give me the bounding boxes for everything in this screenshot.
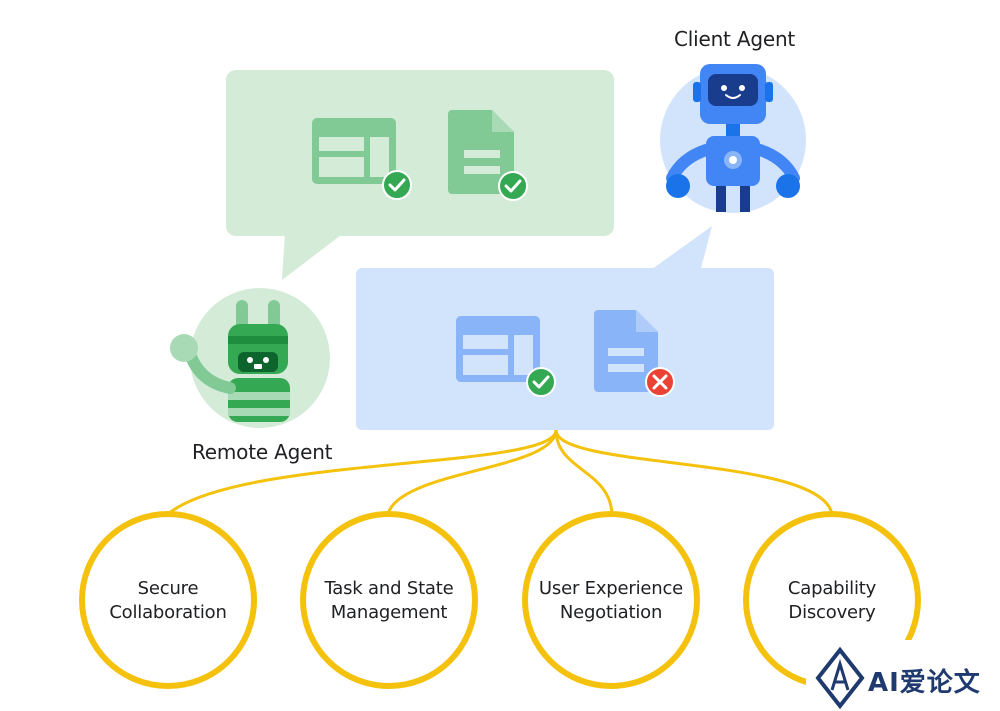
watermark-logo-icon [806, 640, 1000, 711]
document-icon [448, 110, 514, 194]
capability-label-capability-discovery: Capability Discovery [757, 577, 907, 625]
capability-label-line: Secure [137, 578, 199, 599]
capability-label-secure-collaboration: Secure Collaboration [93, 577, 243, 625]
document-icon [594, 310, 658, 392]
capability-label-line: Capability [787, 578, 877, 599]
capability-label-line: Management [330, 602, 448, 623]
capability-label-line: User Experience [538, 578, 684, 599]
connector-line [386, 429, 558, 515]
check-badge-icon [382, 170, 412, 200]
capability-circles [79, 511, 921, 689]
client-agent-avatar [660, 64, 806, 213]
capability-circle [300, 511, 478, 689]
remote-agent-avatar [170, 288, 330, 428]
capability-label-line: Discovery [788, 602, 876, 623]
remote-agent-speech-bubble [226, 70, 614, 280]
capability-label-line: Collaboration [109, 602, 227, 623]
check-badge-icon [498, 171, 528, 201]
ui-layout-icon [312, 118, 396, 184]
connector-line [554, 429, 834, 515]
watermark-text: AI爱论文 [868, 668, 981, 698]
capability-circle [522, 511, 700, 689]
capability-label-task-state: Task and State Management [314, 577, 464, 625]
client-agent-speech-bubble [356, 226, 774, 430]
client-agent-label: Client Agent [674, 27, 796, 51]
capability-label-line: Negotiation [559, 602, 663, 623]
check-badge-icon [526, 367, 556, 397]
connector-line [167, 429, 558, 516]
connector-lines [167, 429, 834, 516]
cross-badge-icon [645, 367, 675, 397]
remote-agent-label: Remote Agent [192, 440, 333, 464]
capability-label-ux-negotiation: User Experience Negotiation [536, 577, 686, 625]
capability-circle [79, 511, 257, 689]
capability-label-line: Task and State [324, 578, 454, 599]
ui-layout-icon [456, 316, 540, 382]
connector-line [554, 429, 614, 515]
